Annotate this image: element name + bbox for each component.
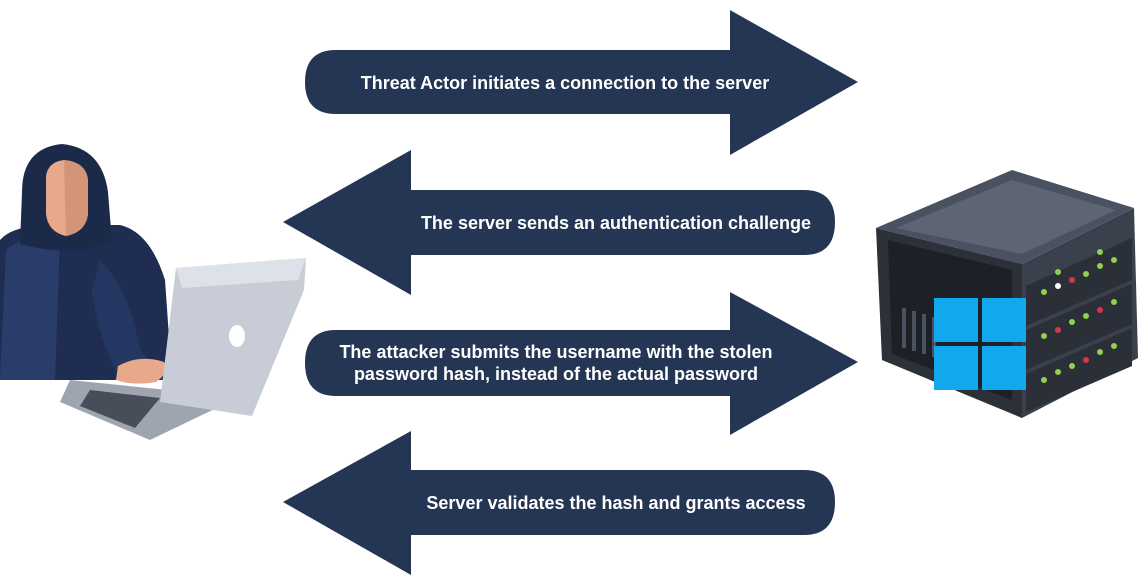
- hooded-hacker-with-laptop-icon: [0, 144, 306, 440]
- arrow-step-3-shape: [305, 292, 858, 435]
- step-4-label: Server validates the hash and grants acc…: [426, 493, 806, 513]
- step-3-label: The attacker submits the username with t…: [339, 342, 773, 384]
- step-2-label: The server sends an authentication chall…: [420, 213, 812, 233]
- arrow-step-4-shape: [283, 431, 835, 575]
- windows-logo-icon: [934, 298, 1026, 390]
- windows-server-rack-icon: [876, 170, 1138, 418]
- arrow-step-1-shape: [305, 10, 858, 155]
- step-1-label: Threat Actor initiates a connection to t…: [360, 73, 770, 93]
- arrow-step-2-shape: [283, 150, 835, 295]
